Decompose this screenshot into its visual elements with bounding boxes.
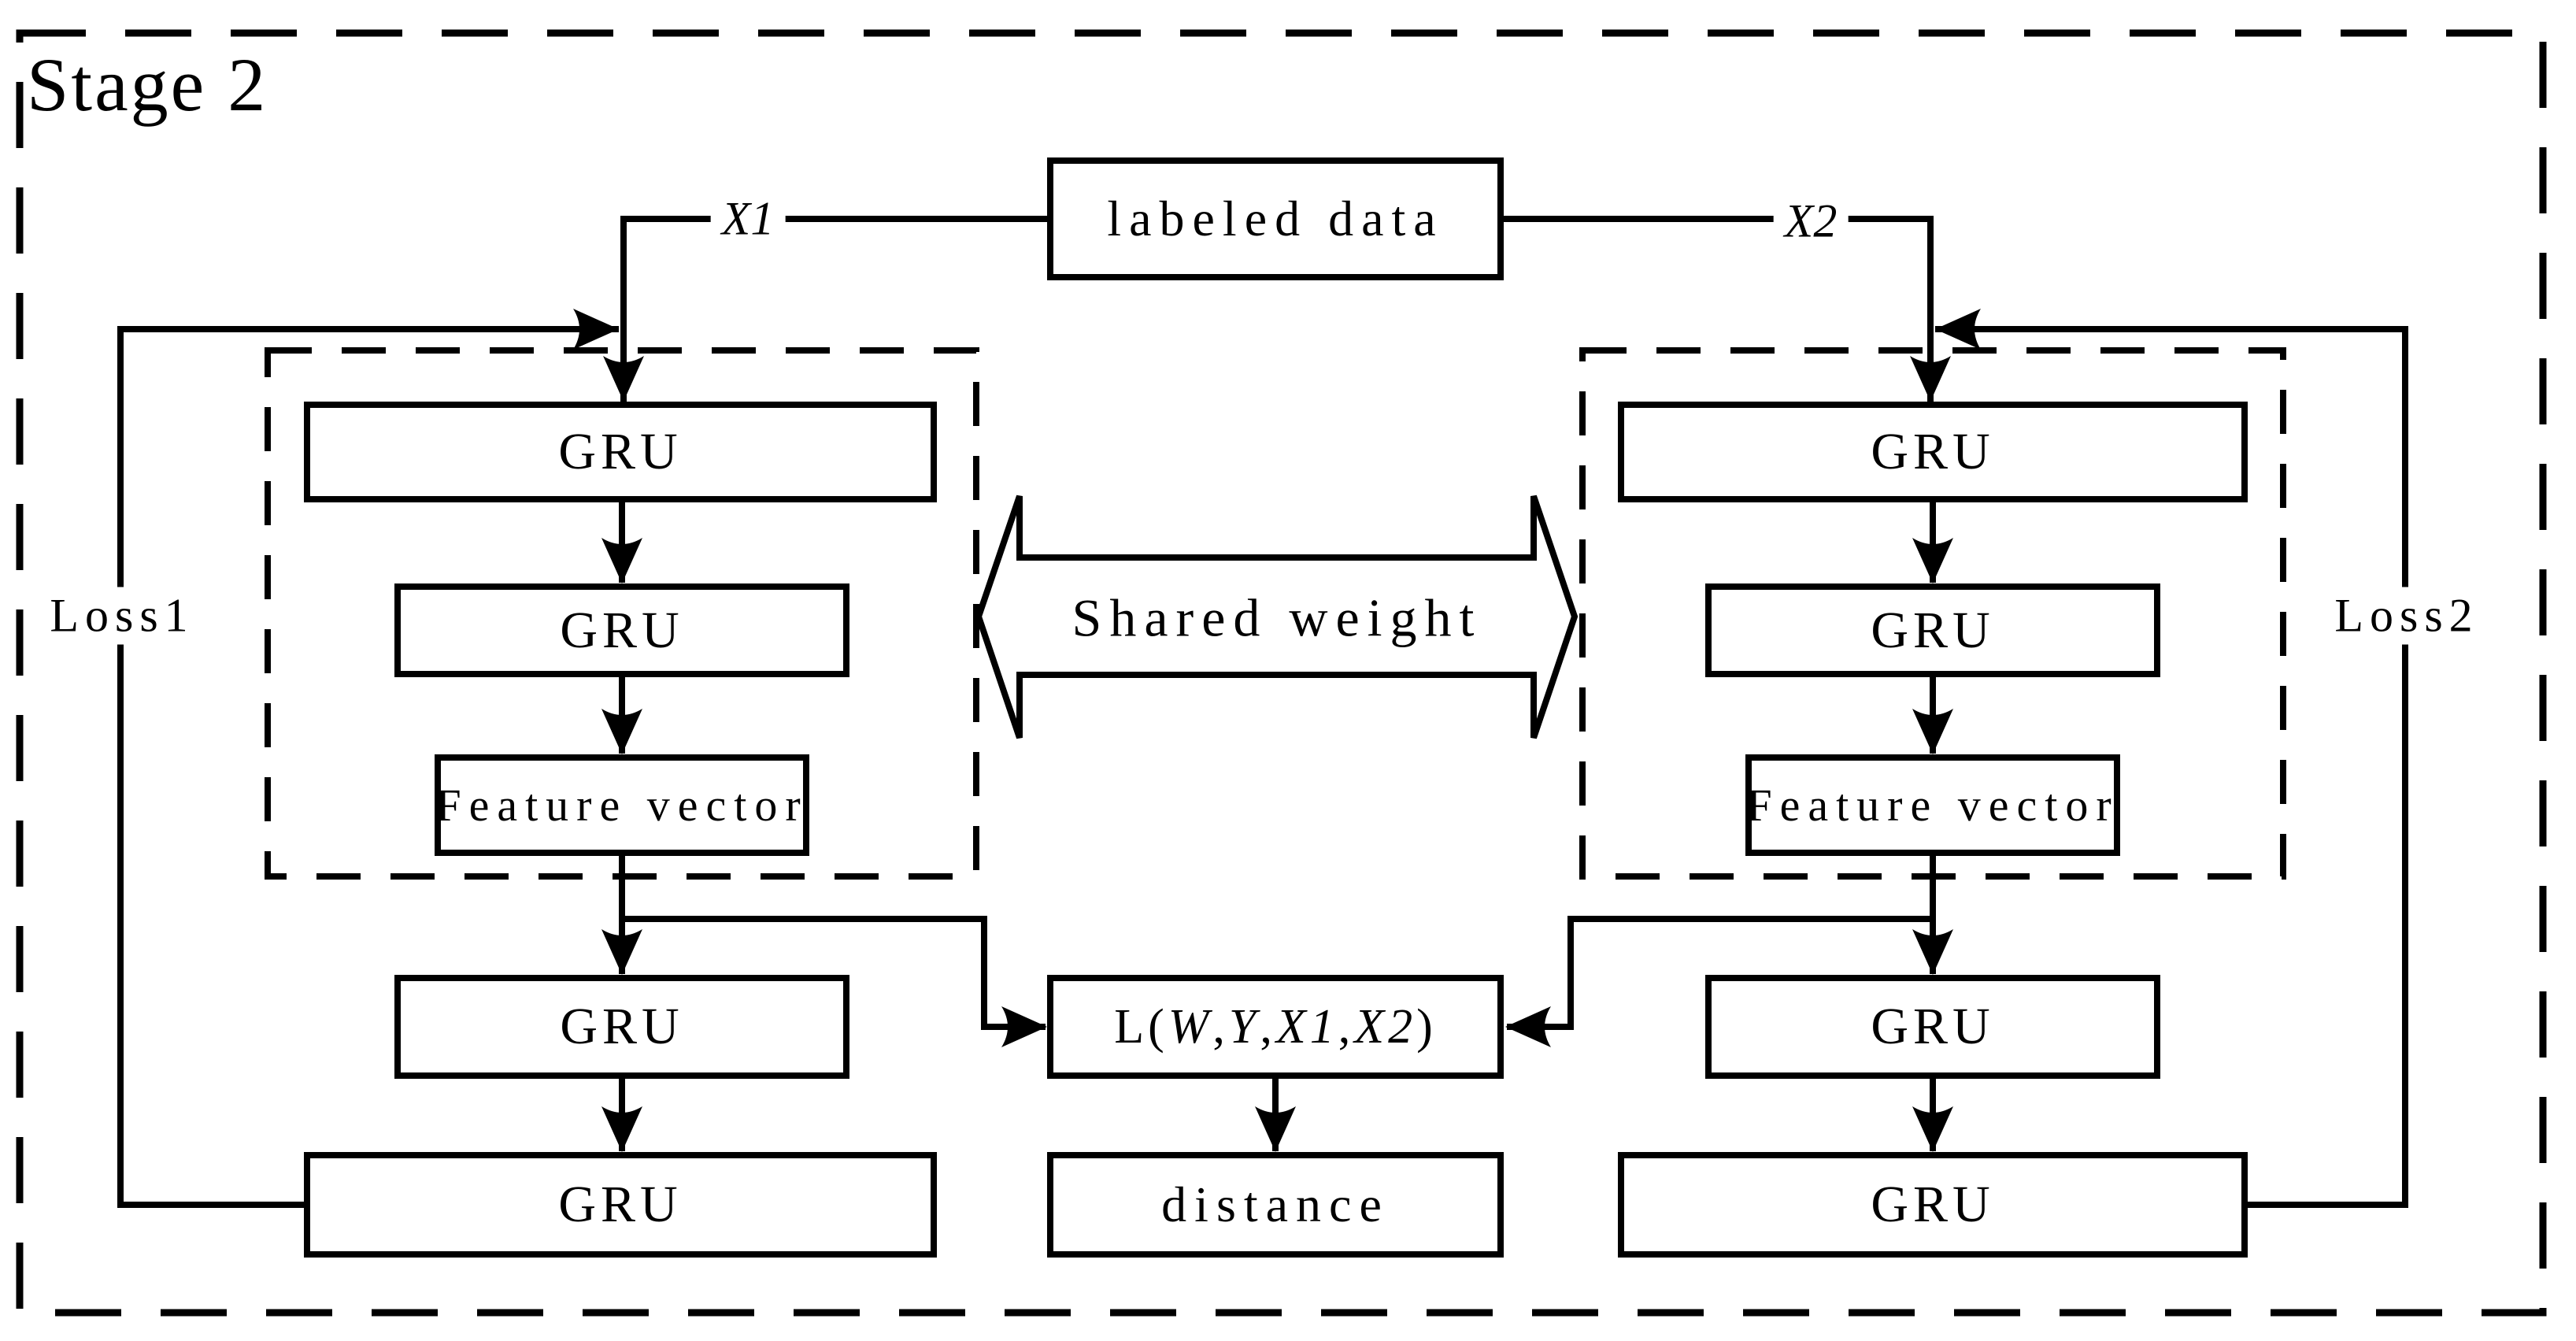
right-gru4-box: GRU (1618, 1152, 2248, 1258)
loss-function-box: L(W, Y, X1, X2) (1047, 975, 1504, 1079)
distance-box: distance (1047, 1152, 1504, 1258)
shared-weight-label: Shared weight (1071, 587, 1482, 648)
loss1-label: Loss1 (39, 587, 205, 645)
loss-fn-comma2: , (1260, 999, 1276, 1054)
connector-loss1 (117, 326, 619, 1208)
right-gru2-box: GRU (1705, 583, 2160, 677)
x2-label: X2 (1773, 192, 1849, 250)
labeled-data-box: labeled data (1047, 157, 1504, 280)
stage-dashed-border (16, 29, 2547, 1317)
loss-fn-w: W (1168, 999, 1213, 1054)
stage-title: Stage 2 (27, 43, 268, 127)
left-gru3-box: GRU (394, 975, 849, 1079)
loss-fn-y: Y (1228, 999, 1260, 1054)
right-gru3-box: GRU (1705, 975, 2160, 1079)
left-gru1-box: GRU (304, 402, 937, 502)
loss-fn-x1: X1 (1275, 999, 1338, 1054)
loss-fn-x2: X2 (1354, 999, 1417, 1054)
connector-loss2 (1935, 326, 2408, 1208)
shared-weight-double-arrow (975, 495, 1579, 739)
loss-fn-comma1: , (1212, 999, 1229, 1054)
connector-x1 (620, 216, 1047, 403)
loss-fn-l: L( (1114, 999, 1168, 1054)
loss-fn-close: ) (1416, 999, 1437, 1054)
left-gru2-box: GRU (394, 583, 849, 677)
loss-fn-comma3: , (1338, 999, 1355, 1054)
loss2-label: Loss2 (2323, 587, 2490, 645)
right-feature-vector-box: Feature vector (1745, 754, 2120, 856)
right-gru1-box: GRU (1618, 402, 2248, 502)
x1-label: X1 (710, 190, 786, 248)
left-feature-vector-box: Feature vector (435, 754, 809, 856)
connector-x2 (1504, 216, 1934, 403)
left-gru4-box: GRU (304, 1152, 937, 1258)
